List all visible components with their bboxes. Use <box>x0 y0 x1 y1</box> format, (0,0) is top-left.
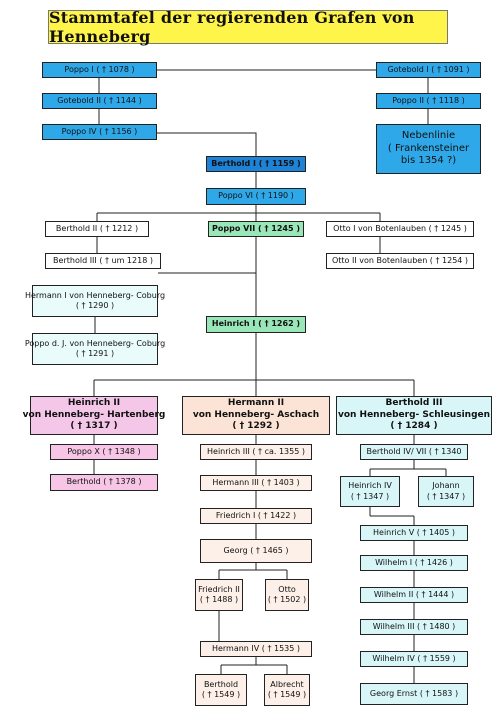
node-poppo-6: Poppo VI ( † 1190 ) <box>206 188 306 205</box>
hermann-2-line-2: von Henneberg- Aschach <box>192 409 320 420</box>
hermann-2-line-3: ( † 1292 ) <box>232 421 280 432</box>
node-poppo-2: Poppo II ( † 1118 ) <box>376 93 481 109</box>
node-hermann-2-aschach: Hermann II von Henneberg- Aschach ( † 12… <box>182 396 330 435</box>
node-heinrich-1: Heinrich I ( † 1262 ) <box>206 316 306 333</box>
node-berthold-3-um-1218: Berthold III ( † um 1218 ) <box>45 253 161 269</box>
albrecht-date: ( † 1549 ) <box>267 690 307 699</box>
hermann-1-name: Hermann I von Henneberg- Coburg <box>24 290 166 300</box>
node-berthold-3-schleusingen: Berthold III von Henneberg- Schleusingen… <box>336 396 492 435</box>
node-otto-2-botenlauben: Otto II von Botenlauben ( † 1254 ) <box>326 253 474 269</box>
poppo-dj-name: Poppo d. J. von Henneberg- Coburg <box>24 338 166 348</box>
node-gotebold-2: Gotebold II ( † 1144 ) <box>42 93 157 109</box>
node-wilhelm-4: Wilhelm IV ( † 1559 ) <box>360 651 468 667</box>
node-berthold-1378: Berthold ( † 1378 ) <box>50 474 158 491</box>
node-poppo-4: Poppo IV ( † 1156 ) <box>42 124 157 140</box>
page-title: Stammtafel der regierenden Grafen von He… <box>48 8 448 46</box>
node-hermann-1-coburg: Hermann I von Henneberg- Coburg ( † 1290… <box>25 285 165 317</box>
node-heinrich-2-hartenberg: Heinrich II von Henneberg- Hartenberg ( … <box>23 396 165 435</box>
heinrich-2-line-3: ( † 1317 ) <box>70 421 118 432</box>
nebenlinie-line-2: ( Frankensteiner <box>387 142 470 154</box>
node-nebenlinie: Nebenlinie ( Frankensteiner bis 1354 ?) <box>376 124 481 174</box>
node-heinrich-3: Heinrich III ( † ca. 1355 ) <box>200 444 312 460</box>
berthold-1549-name: Berthold <box>203 679 239 689</box>
node-poppo-1: Poppo I ( † 1078 ) <box>42 62 157 78</box>
node-georg: Georg ( † 1465 ) <box>200 539 312 563</box>
node-berthold-4-7: Berthold IV/ VII ( † 1340 <box>360 444 468 460</box>
johann-date: ( † 1347 ) <box>426 491 466 501</box>
hermann-1-date: ( † 1290 ) <box>75 301 115 310</box>
node-hermann-3: Hermann III ( † 1403 ) <box>200 475 312 491</box>
node-wilhelm-3: Wilhelm III ( † 1480 ) <box>360 619 468 635</box>
node-poppo-7: Poppo VII ( † 1245 ) <box>208 221 304 237</box>
node-friedrich-1: Friedrich I ( † 1422 ) <box>200 508 312 524</box>
friedrich-2-name: Friedrich II <box>198 584 240 594</box>
node-hermann-4: Hermann IV ( † 1535 ) <box>200 641 312 657</box>
otto-1502-name: Otto <box>278 584 296 594</box>
node-otto-1-botenlauben: Otto I von Botenlauben ( † 1245 ) <box>326 221 474 237</box>
friedrich-2-date: ( † 1488 ) <box>199 595 239 604</box>
node-albrecht: Albrecht ( † 1549 ) <box>264 674 310 706</box>
node-poppo-dj-coburg: Poppo d. J. von Henneberg- Coburg ( † 12… <box>25 333 165 365</box>
node-heinrich-4: Heinrich IV ( † 1347 ) <box>340 476 400 507</box>
berthold-3-line-2: von Henneberg- Schleusingen <box>337 409 491 420</box>
node-berthold-2: Berthold II ( † 1212 ) <box>45 221 149 237</box>
node-berthold-1549: Berthold ( † 1549 ) <box>195 674 247 706</box>
berthold-3-line-3: ( † 1284 ) <box>390 421 438 432</box>
node-georg-ernst: Georg Ernst ( † 1583 ) <box>360 683 468 705</box>
hermann-2-line-1: Hermann II <box>227 397 285 408</box>
node-gotebold-1: Gotebold I ( † 1091 ) <box>376 62 481 78</box>
node-berthold-1: Berthold I ( † 1159 ) <box>206 156 306 172</box>
berthold-3-line-1: Berthold III <box>385 397 443 408</box>
node-friedrich-2: Friedrich II ( † 1488 ) <box>195 579 243 611</box>
node-poppo-10: Poppo X ( † 1348 ) <box>50 444 158 460</box>
nebenlinie-line-1: Nebenlinie <box>401 130 456 142</box>
node-wilhelm-2: Wilhelm II ( † 1444 ) <box>360 587 468 603</box>
heinrich-2-line-1: Heinrich II <box>67 397 121 408</box>
poppo-dj-date: ( † 1291 ) <box>75 349 115 358</box>
heinrich-2-line-2: von Henneberg- Hartenberg <box>22 409 166 420</box>
johann-name: Johann <box>432 481 460 491</box>
node-wilhelm-1: Wilhelm I ( † 1426 ) <box>360 555 468 571</box>
heinrich-4-date: ( † 1347 ) <box>350 491 390 501</box>
berthold-1549-date: ( † 1549 ) <box>201 690 241 699</box>
node-johann: Johann ( † 1347 ) <box>418 476 474 507</box>
otto-1502-date: ( † 1502 ) <box>267 595 307 604</box>
albrecht-name: Albrecht <box>270 679 304 689</box>
heinrich-4-name: Heinrich IV <box>348 481 392 491</box>
nebenlinie-line-3: bis 1354 ?) <box>400 155 457 167</box>
node-otto-1502: Otto ( † 1502 ) <box>265 579 309 611</box>
node-heinrich-5: Heinrich V ( † 1405 ) <box>360 525 468 541</box>
